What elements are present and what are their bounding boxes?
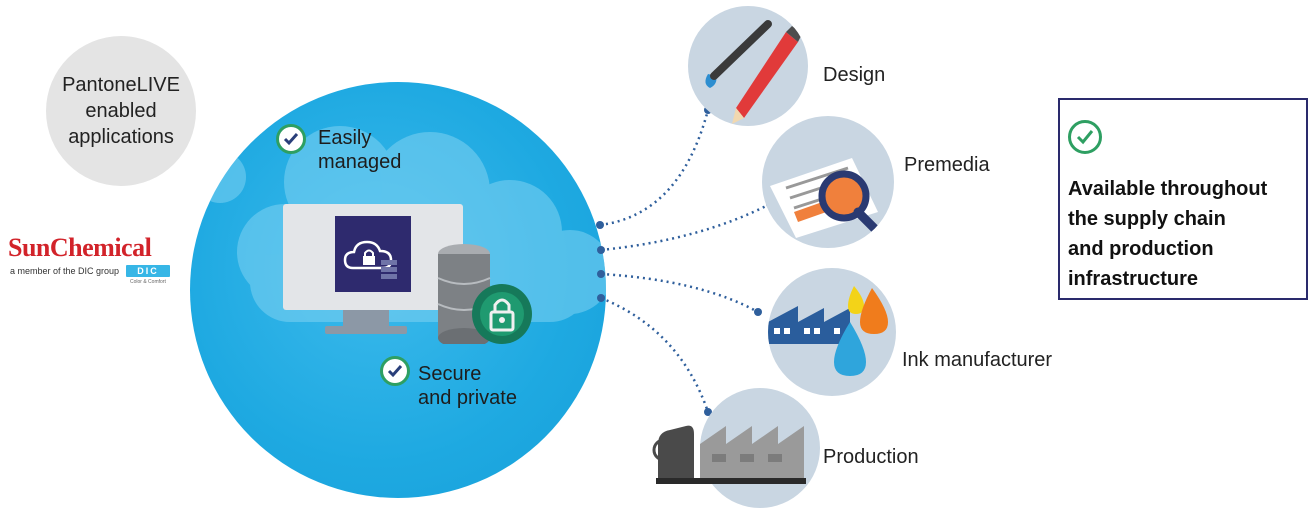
availability-line4: infrastructure: [1068, 268, 1199, 290]
stage-design-circle: [688, 6, 808, 126]
sun-chemical-logo: SunChemical a member of the DIC group DI…: [8, 234, 183, 294]
stage-production-label: Production: [823, 446, 919, 468]
pantone-label-line2: enabled: [85, 100, 157, 122]
sun-chemical-wordmark: SunChemical: [8, 233, 152, 262]
and-private-label: and private: [418, 387, 517, 409]
secure-label: Secure: [418, 363, 482, 385]
document-magnifier-icon: [770, 158, 885, 239]
easily-managed-label: Easily managed: [318, 126, 401, 174]
cloud-lock-icon: [343, 240, 397, 279]
connector-dot: [597, 270, 605, 278]
database-lock-icon: [437, 244, 532, 344]
secure-private-check-icon: [380, 356, 410, 386]
secure-private-label: Secure and private: [418, 362, 517, 410]
dic-member-text: a member of the DIC group: [10, 266, 120, 276]
pantone-applications-circle: PantoneLIVE enabled applications: [46, 36, 196, 186]
paintbrush-pencil-icon: [705, 20, 802, 124]
connector-ink: [600, 272, 759, 314]
availability-text: Available throughout the supply chain an…: [1068, 174, 1314, 294]
factory-ink-drops-icon: [768, 286, 888, 376]
printing-press-icon: [652, 425, 806, 484]
connector-dot: [597, 294, 605, 302]
stage-design-label: Design: [823, 64, 886, 86]
cloud-lock-screen: [335, 216, 411, 292]
connector-design: [599, 109, 710, 227]
pantone-label-line3: applications: [68, 126, 174, 148]
availability-line2: the supply chain: [1068, 208, 1226, 230]
stage-ink-label: Ink manufacturer: [902, 349, 1053, 371]
availability-check-icon: [1068, 120, 1102, 154]
connector-dot: [754, 308, 762, 316]
connector-dot: [597, 246, 605, 254]
connector-dot: [596, 221, 604, 229]
dic-logo-badge: DIC: [126, 265, 170, 277]
stage-premedia-label: Premedia: [904, 154, 990, 176]
easily-managed-check-icon: [276, 124, 306, 154]
stage-premedia-circle: [762, 116, 894, 248]
supply-chain-info-box: Available throughout the supply chain an…: [1058, 98, 1308, 300]
pantone-label-line1: PantoneLIVE: [62, 74, 180, 96]
managed-label: managed: [318, 151, 402, 173]
stage-ink-circle: [768, 268, 896, 396]
availability-line3: and production: [1068, 238, 1214, 260]
monitor-base: [325, 326, 407, 334]
easily-label: Easily: [318, 127, 372, 149]
connector-premedia: [600, 202, 771, 252]
connector-production: [600, 296, 710, 413]
monitor-stand: [343, 310, 389, 328]
monitor-icon: [283, 204, 463, 310]
availability-line1: Available throughout: [1068, 178, 1268, 200]
dic-tagline: Color & Comfort: [130, 279, 166, 285]
